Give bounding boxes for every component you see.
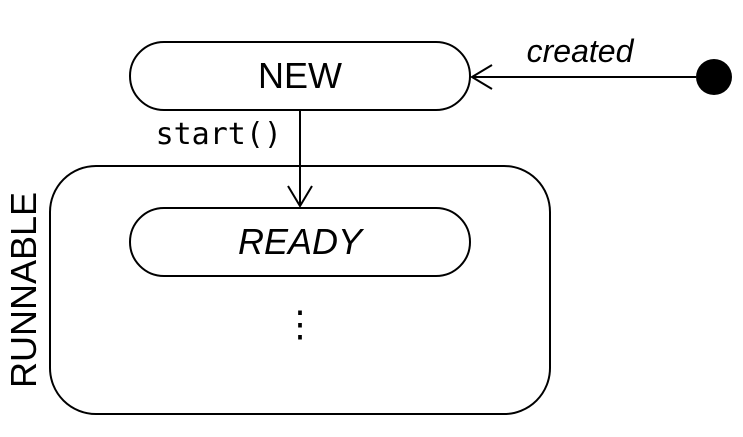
created-transition-arrowhead	[470, 64, 493, 90]
initial-state-dot	[696, 59, 732, 95]
new-state-label: NEW	[258, 55, 342, 96]
ready-state-label: READY	[238, 221, 365, 262]
start-transition-arrowhead	[287, 185, 313, 208]
created-transition-label: created	[527, 33, 635, 69]
start-transition-label: start()	[156, 117, 282, 152]
ready-state-box	[129, 207, 471, 277]
more-states-ellipsis: ⋮	[282, 303, 318, 344]
runnable-state-label: RUNNABLE	[3, 192, 44, 388]
